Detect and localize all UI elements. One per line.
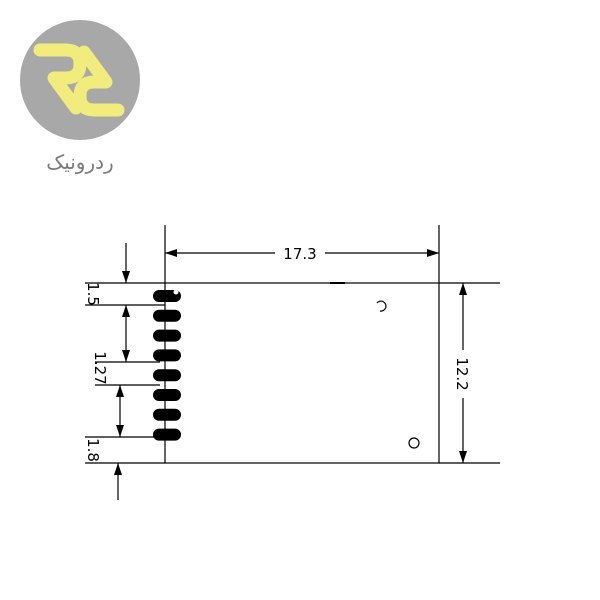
pin-pad [153, 329, 181, 342]
pin-pad [153, 309, 181, 322]
offset-bottom-arrow-icon [114, 463, 122, 475]
pitch-b-arrow-down-icon [116, 425, 124, 437]
pin-pad [153, 369, 181, 382]
width-label: 17.3 [283, 245, 316, 263]
height-arrow-top-icon [459, 283, 467, 295]
brand-logo: ردرونیک [18, 18, 142, 188]
pin-pad [153, 408, 181, 421]
offset-top-arrow-icon [122, 271, 130, 283]
pin-pad [153, 428, 181, 441]
pitch-arrow-up-icon [122, 305, 130, 317]
pin1-marker [173, 289, 179, 295]
brand-name: ردرونیک [46, 150, 114, 174]
pin-pitch-label: 1.27 [91, 351, 109, 384]
pitch-arrow-down-icon [122, 350, 130, 362]
pitch-b-arrow-up-icon [116, 385, 124, 397]
pin-pads [153, 290, 181, 441]
pin-top-offset-label: 1.5 [84, 282, 102, 306]
mount-hole-bottom [408, 437, 420, 449]
pin-pad [153, 389, 181, 401]
pin-pad [153, 349, 181, 362]
height-label: 12.2 [453, 357, 471, 390]
logo-mark [20, 20, 140, 140]
mount-hole-top [376, 300, 387, 312]
height-arrow-bottom-icon [459, 451, 467, 463]
pin-bottom-offset-label: 1.8 [84, 438, 102, 462]
width-arrow-right-icon [427, 249, 439, 257]
logo-letters-icon [33, 43, 125, 117]
width-arrow-left-icon [165, 249, 177, 257]
module-outline [164, 282, 440, 464]
